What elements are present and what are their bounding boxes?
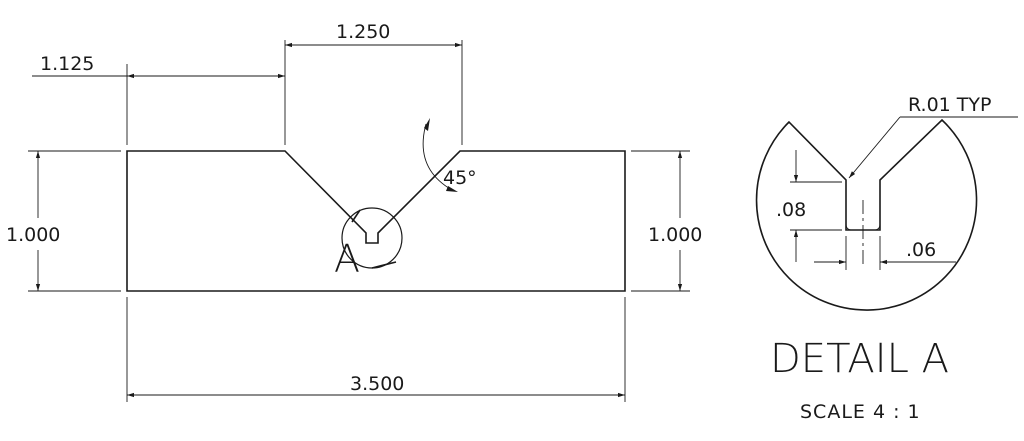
- angle-arrow-top: [424, 118, 430, 131]
- detail-view-outline: [755, 118, 978, 311]
- dim-label-height-left: 1.000: [6, 224, 60, 246]
- dim-label-slot-width: .06: [906, 239, 936, 261]
- detail-callout-label: A: [334, 237, 360, 281]
- angle-arrow-bottom: [446, 186, 458, 192]
- dim-label-angle: 45°: [443, 167, 477, 189]
- dim-label-1250: 1.250: [336, 21, 390, 43]
- radius-note-leader: [848, 116, 901, 179]
- dim-label-height-right: 1.000: [648, 224, 702, 246]
- radius-note: R.01 TYP: [908, 94, 991, 116]
- detail-scale: SCALE 4 : 1: [800, 401, 921, 423]
- callout-leader-top: [351, 209, 361, 223]
- dim-label-1125: 1.125: [40, 53, 94, 75]
- angle-arc: [422, 123, 453, 191]
- detail-title: DETAIL A: [770, 336, 949, 382]
- callout-leader-bottom: [371, 261, 397, 269]
- dim-label-length: 3.500: [350, 373, 404, 395]
- part-outline: [126, 150, 626, 292]
- dim-label-slot-depth: .08: [776, 199, 806, 221]
- detail-slot-fillet: [845, 223, 881, 231]
